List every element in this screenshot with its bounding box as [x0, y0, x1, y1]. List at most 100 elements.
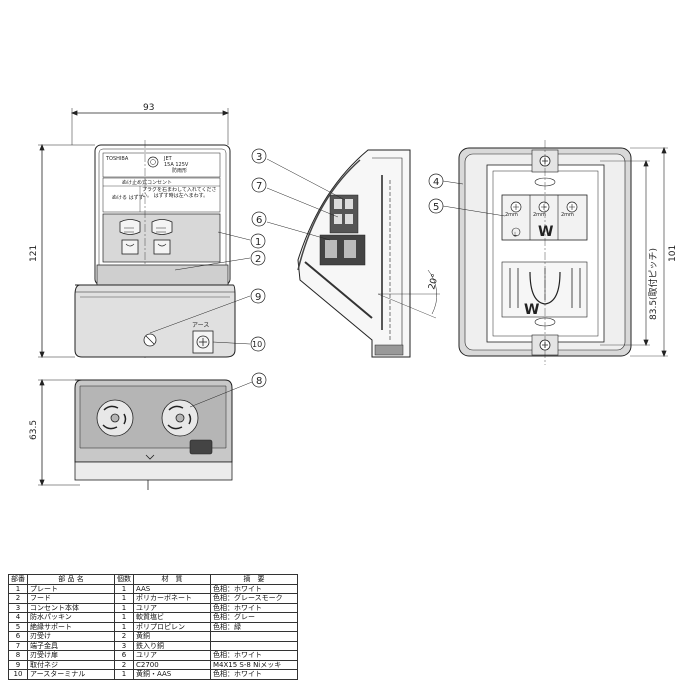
cert-label: JET: [163, 156, 173, 162]
part-name-cell: 刃受け扉: [27, 650, 115, 661]
bottom-view: [38, 378, 233, 490]
header-qty: 個数: [114, 574, 134, 585]
qty-cell: 2: [114, 631, 134, 642]
part-no-cell: 3: [8, 602, 28, 613]
earth-label: アース: [192, 322, 209, 329]
material-cell: ポリカーボネート: [133, 593, 211, 604]
header-part-no: 部番: [8, 574, 28, 585]
part-no-cell: 6: [8, 631, 28, 642]
part-name-cell: 防水パッキン: [27, 612, 115, 623]
callout-9: 9: [255, 292, 261, 303]
remarks-cell: 色相：緑: [210, 621, 298, 632]
bottom-outlet-left: [96, 399, 134, 437]
qty-cell: 1: [114, 612, 134, 623]
title-strip: ぬけ止め式コンセント: [122, 179, 172, 186]
part-no-cell: 4: [8, 612, 28, 623]
qty-cell: 1: [114, 593, 134, 604]
w-label-top: W: [538, 224, 553, 240]
part-no-cell: 5: [8, 621, 28, 632]
rating-label: 15A 125V: [164, 162, 189, 168]
height-dimension: 121: [29, 245, 39, 262]
part-name-cell: 端子金具: [27, 640, 115, 651]
callout-2: 2: [255, 254, 261, 265]
back-view: [458, 140, 668, 365]
part-no-cell: 10: [8, 669, 28, 680]
material-cell: ユリア: [133, 602, 211, 613]
qty-cell: 1: [114, 583, 134, 594]
callout-6: 6: [256, 215, 262, 226]
material-cell: AAS: [133, 583, 211, 594]
part-name-cell: 刃受け: [27, 631, 115, 642]
pull-label: ぬける はずす: [112, 194, 144, 201]
callout-7: 7: [256, 181, 262, 192]
depth-dimension: 63.5: [29, 420, 39, 440]
qty-cell: 1: [114, 602, 134, 613]
remarks-cell: 色相：ホワイト: [210, 583, 298, 594]
header-part-name: 部 品 名: [27, 574, 115, 585]
part-no-cell: 1: [8, 583, 28, 594]
material-cell: ポリプロピレン: [133, 621, 211, 632]
part-name-cell: 取付ネジ: [27, 659, 115, 670]
terminal-label-3: 2mm: [561, 212, 574, 218]
part-name-cell: フード: [27, 593, 115, 604]
w-label-bottom: W: [524, 302, 539, 318]
front-outlet-right: [151, 219, 173, 255]
material-cell: 黄銅: [133, 631, 211, 642]
qty-cell: 6: [114, 650, 134, 661]
qty-cell: 1: [114, 621, 134, 632]
remarks-cell: 色相：ホワイト: [210, 602, 298, 613]
material-cell: 黄銅・AAS: [133, 669, 211, 680]
callout-3: 3: [256, 152, 262, 163]
bottom-outlet-right: [161, 399, 199, 437]
callout-leaders: [149, 158, 506, 408]
width-dimension: 93: [143, 103, 154, 113]
header-material: 材 質: [133, 574, 211, 585]
angle-dimension: 20°: [427, 273, 441, 291]
parts-table-header: 部番 部 品 名 個数 材 質 摘 要: [8, 574, 298, 585]
material-cell: ユリア: [133, 650, 211, 661]
part-name-cell: コンセント本体: [27, 602, 115, 613]
qty-cell: 1: [114, 669, 134, 680]
callout-4: 4: [433, 177, 439, 188]
header-remarks: 摘 要: [210, 574, 298, 585]
terminal-label-2: 2mm: [533, 212, 546, 218]
back-height-dimension: 101: [668, 245, 678, 262]
part-name-cell: 絶縁サポート: [27, 621, 115, 632]
callout-8: 8: [256, 376, 262, 387]
material-cell: 軟質塩ビ: [133, 612, 211, 623]
remarks-cell: 色相：ホワイト: [210, 650, 298, 661]
callout-5: 5: [433, 202, 439, 213]
part-name-cell: アースターミナル: [27, 669, 115, 680]
part-no-cell: 9: [8, 659, 28, 670]
material-cell: C2700: [133, 659, 211, 670]
front-view: [38, 108, 236, 360]
remarks-cell: 色相：ホワイト: [210, 669, 298, 680]
remarks-cell: [210, 640, 298, 651]
remarks-cell: M4X15 S-8 Niメッキ: [210, 659, 298, 670]
part-no-cell: 8: [8, 650, 28, 661]
pitch-dimension: 83.5(取付ピッチ): [648, 248, 659, 320]
part-name-cell: プレート: [27, 583, 115, 594]
side-section-view: [297, 149, 440, 358]
callout-10: 10: [252, 340, 262, 349]
remarks-cell: 色相：グレースモーク: [210, 593, 298, 604]
remarks-cell: [210, 631, 298, 642]
brand-label: TOSHIBA: [105, 156, 129, 162]
remarks-cell: 色相：グレー: [210, 612, 298, 623]
qty-cell: 3: [114, 640, 134, 651]
qty-cell: 2: [114, 659, 134, 670]
front-outlet-left: [119, 219, 141, 255]
earth-symbol-icon: ⏚: [512, 232, 518, 239]
